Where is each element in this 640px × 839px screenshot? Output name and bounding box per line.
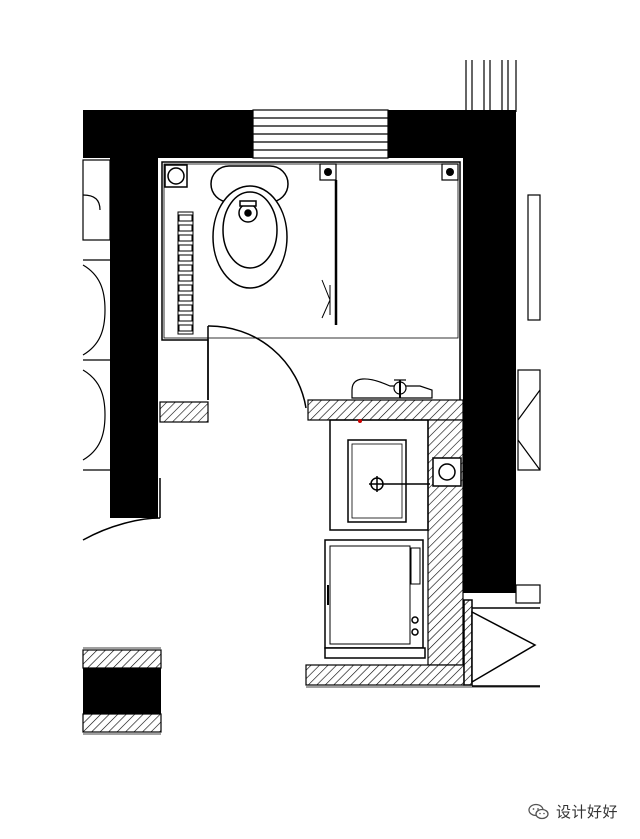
- lower-door-swing: [82, 517, 161, 541]
- watermark: 设计好好: [528, 801, 618, 822]
- shower-door-swing: [321, 279, 331, 319]
- vanity-cabinet: [329, 419, 430, 531]
- floor-drain: [164, 164, 188, 188]
- toilet: [210, 165, 289, 289]
- sliding-door-right: [463, 599, 540, 687]
- wechat-chat-icon: [528, 803, 549, 819]
- bathroom-window: [252, 109, 389, 159]
- frame-lines: [83, 647, 540, 735]
- door-swing: [207, 325, 307, 409]
- water-pipe: [432, 457, 462, 487]
- faucet: [351, 378, 433, 399]
- room-outline: [161, 161, 461, 400]
- adjacent-room-furniture: [82, 159, 111, 471]
- exterior-window-frame: [465, 60, 517, 112]
- walls: [83, 110, 516, 715]
- adjacent-room-right: [515, 194, 541, 604]
- washing-machine: [324, 539, 426, 659]
- watermark-text: 设计好好: [555, 803, 618, 821]
- left-wall: [110, 110, 158, 518]
- shower-area: [319, 163, 459, 325]
- lower-left-block: [83, 665, 161, 715]
- right-wall: [463, 110, 516, 593]
- top-wall-left: [83, 110, 253, 158]
- towel-radiator: [177, 211, 194, 335]
